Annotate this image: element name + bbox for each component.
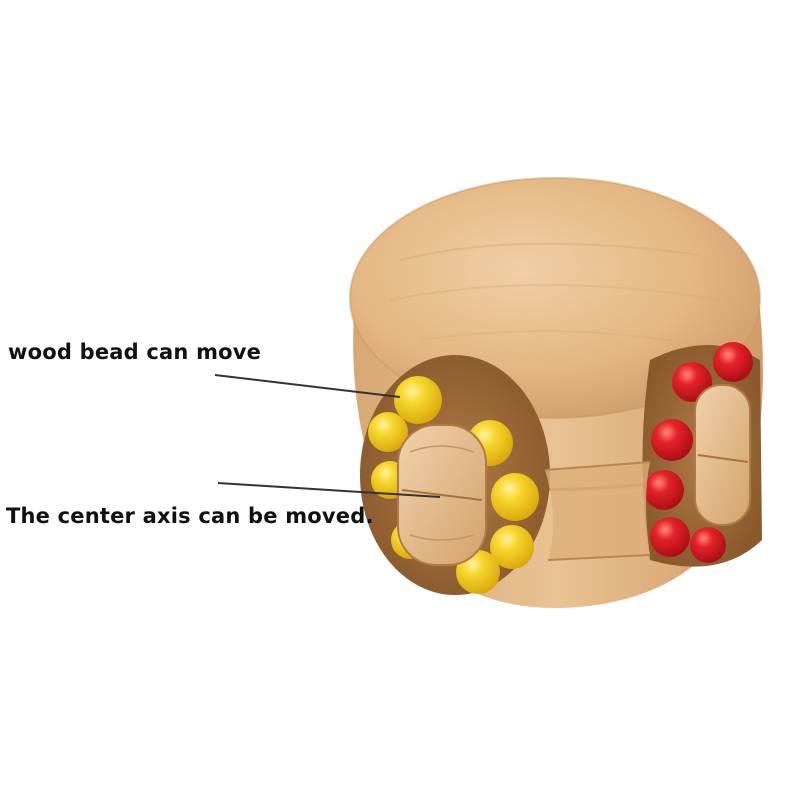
- red-bead: [651, 419, 693, 461]
- axis-annotation-label: The center axis can be moved.: [6, 504, 374, 528]
- axis-pointer-line: [217, 482, 441, 498]
- red-bead: [650, 517, 690, 557]
- bead-pointer-line: [214, 374, 401, 398]
- wooden-puzzle-ball: [349, 177, 763, 609]
- red-bead: [644, 470, 684, 510]
- bead-annotation-label: wood bead can move: [8, 340, 262, 364]
- yellow-bead: [490, 525, 534, 569]
- red-beads: [644, 342, 753, 563]
- yellow-bead: [394, 376, 442, 424]
- red-bead: [713, 342, 753, 382]
- center-axis: [397, 424, 487, 566]
- yellow-bead: [491, 473, 539, 521]
- right-center-axis: [694, 384, 751, 526]
- yellow-bead: [368, 412, 408, 452]
- red-bead: [690, 527, 726, 563]
